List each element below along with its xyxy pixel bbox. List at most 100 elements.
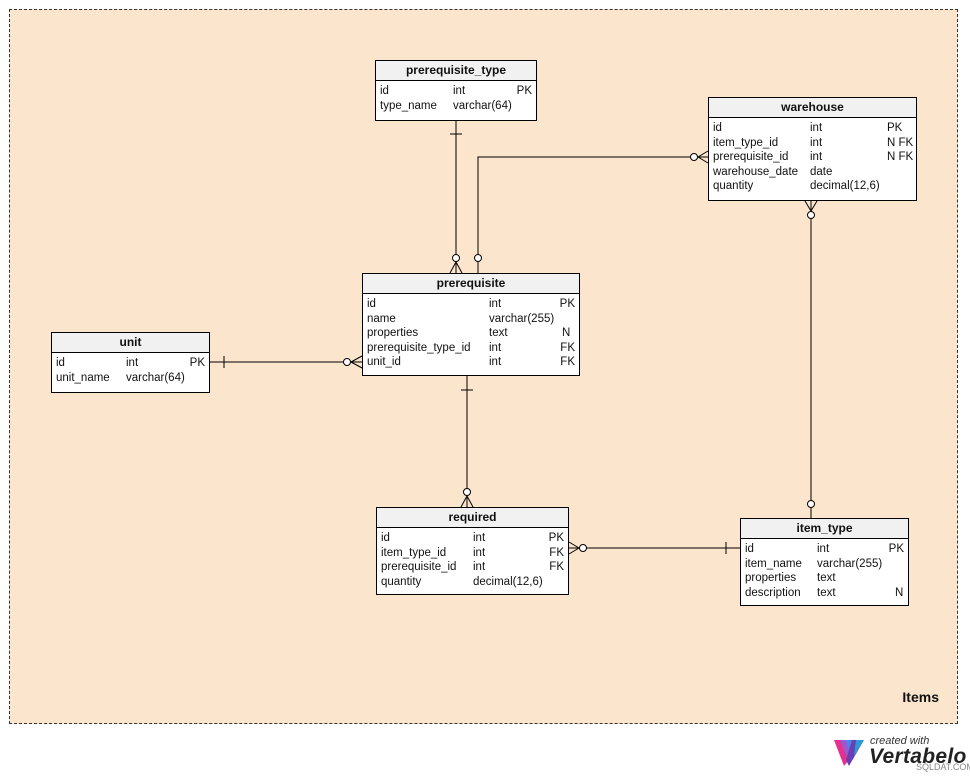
column-name: properties <box>367 327 419 339</box>
table-prerequisite[interactable]: prerequisite id int PK name varchar(255)… <box>362 273 580 376</box>
rel-item-type-warehouse <box>804 200 818 518</box>
column-type: int <box>453 85 466 97</box>
column-type: decimal(12,6) <box>810 180 880 192</box>
column-name: item_type_id <box>381 546 447 559</box>
column-row: properties text N <box>367 326 575 341</box>
column-list: id int PK item_type_id int FK prerequisi… <box>377 528 568 592</box>
column-row: quantity decimal(12,6) <box>713 179 912 194</box>
column-type: varchar(255) <box>817 557 883 570</box>
column-name: type_name <box>380 99 437 112</box>
area-label: Items <box>902 689 939 705</box>
column-name: id <box>380 85 389 97</box>
table-warehouse[interactable]: warehouse id int PK item_type_id int N F… <box>708 97 917 201</box>
table-title: item_type <box>741 519 908 539</box>
table-title: warehouse <box>709 98 916 118</box>
column-flags: PK <box>888 543 904 555</box>
column-flags: FK <box>560 356 575 368</box>
column-type: int <box>489 341 502 354</box>
column-flags: N <box>562 327 571 339</box>
column-flags: PK <box>887 122 903 134</box>
column-row: id int PK <box>381 531 564 546</box>
column-row: unit_name varchar(64) <box>56 371 205 386</box>
vertabelo-watermark: created with Vertabelo SQLDAT.COM <box>832 733 970 773</box>
column-type: int <box>817 543 830 555</box>
table-title: prerequisite_type <box>376 61 536 81</box>
column-type: int <box>489 298 502 310</box>
rel-warehouse-prerequisite <box>474 150 709 273</box>
column-name: properties <box>745 572 797 584</box>
column-row: warehouse_date date <box>713 165 912 180</box>
column-name: prerequisite_id <box>713 151 789 163</box>
column-flags: FK <box>549 546 564 559</box>
column-row: quantity decimal(12,6) <box>381 575 564 590</box>
column-row: name varchar(255) <box>367 312 575 327</box>
column-name: id <box>381 532 390 544</box>
column-flags: N FK <box>887 151 914 163</box>
column-name: quantity <box>713 180 754 192</box>
column-row: item_name varchar(255) <box>745 557 904 572</box>
column-name: id <box>713 122 722 134</box>
column-type: varchar(64) <box>126 371 185 384</box>
rel-prerequisite-required <box>460 376 474 508</box>
column-flags: FK <box>560 341 575 354</box>
table-title: unit <box>52 333 209 353</box>
column-row: id int PK <box>56 356 205 371</box>
column-type: text <box>817 572 836 584</box>
column-name: name <box>367 312 396 325</box>
column-row: item_type_id int N FK <box>713 136 914 151</box>
column-row: unit_id int FK <box>367 355 575 370</box>
column-name: warehouse_date <box>713 165 799 178</box>
column-type: decimal(12,6) <box>473 575 543 588</box>
column-type: varchar(255) <box>489 312 555 325</box>
column-type: date <box>810 165 833 178</box>
column-name: unit_name <box>56 371 110 384</box>
column-name: item_name <box>745 557 802 570</box>
vertabelo-logo-icon <box>834 740 864 766</box>
column-type: int <box>810 122 823 134</box>
column-row: item_type_id int FK <box>381 546 564 561</box>
column-list: id int PK type_name varchar(64) <box>376 81 536 116</box>
column-row: id int PK <box>380 84 532 99</box>
column-flags: PK <box>548 532 564 544</box>
column-type: text <box>489 327 508 339</box>
table-unit[interactable]: unit id int PK unit_name varchar(64) <box>51 332 210 393</box>
table-title: required <box>377 508 568 528</box>
column-type: int <box>810 136 823 149</box>
table-item-type[interactable]: item_type id int PK item_name varchar(25… <box>740 518 909 606</box>
column-row: properties text <box>745 571 904 586</box>
brand-created-text: created with <box>870 735 930 747</box>
brand-name: Vertabelo <box>869 745 967 768</box>
column-row: description text N <box>745 586 904 601</box>
column-flags: N FK <box>887 136 914 149</box>
column-type: int <box>473 546 486 559</box>
rel-prerequisite-type-prerequisite <box>449 121 463 274</box>
column-flags: FK <box>549 561 564 573</box>
column-row: id int PK <box>713 121 912 136</box>
rel-item-type-required <box>568 541 740 555</box>
column-type: int <box>126 357 139 369</box>
table-required[interactable]: required id int PK item_type_id int FK p… <box>376 507 569 595</box>
column-type: int <box>489 356 502 368</box>
column-name: item_type_id <box>713 136 779 149</box>
column-list: id int PK item_type_id int N FK prerequi… <box>709 118 916 197</box>
column-row: id int PK <box>367 297 575 312</box>
column-name: quantity <box>381 575 422 588</box>
column-row: type_name varchar(64) <box>380 99 532 114</box>
column-type: varchar(64) <box>453 99 512 112</box>
column-name: description <box>745 586 801 599</box>
column-flags: PK <box>559 298 575 310</box>
column-flags: N <box>895 586 904 599</box>
rel-unit-prerequisite <box>210 355 363 369</box>
table-title: prerequisite <box>363 274 579 294</box>
column-list: id int PK unit_name varchar(64) <box>52 353 209 388</box>
column-flags: PK <box>516 85 532 97</box>
column-type: text <box>817 586 836 599</box>
column-row: prerequisite_id int N FK <box>713 150 914 165</box>
column-name: prerequisite_type_id <box>367 341 471 354</box>
column-row: id int PK <box>745 542 904 557</box>
column-type: int <box>810 151 823 163</box>
column-name: prerequisite_id <box>381 561 457 573</box>
table-prerequisite-type[interactable]: prerequisite_type id int PK type_name va… <box>375 60 537 121</box>
column-name: id <box>745 543 754 555</box>
